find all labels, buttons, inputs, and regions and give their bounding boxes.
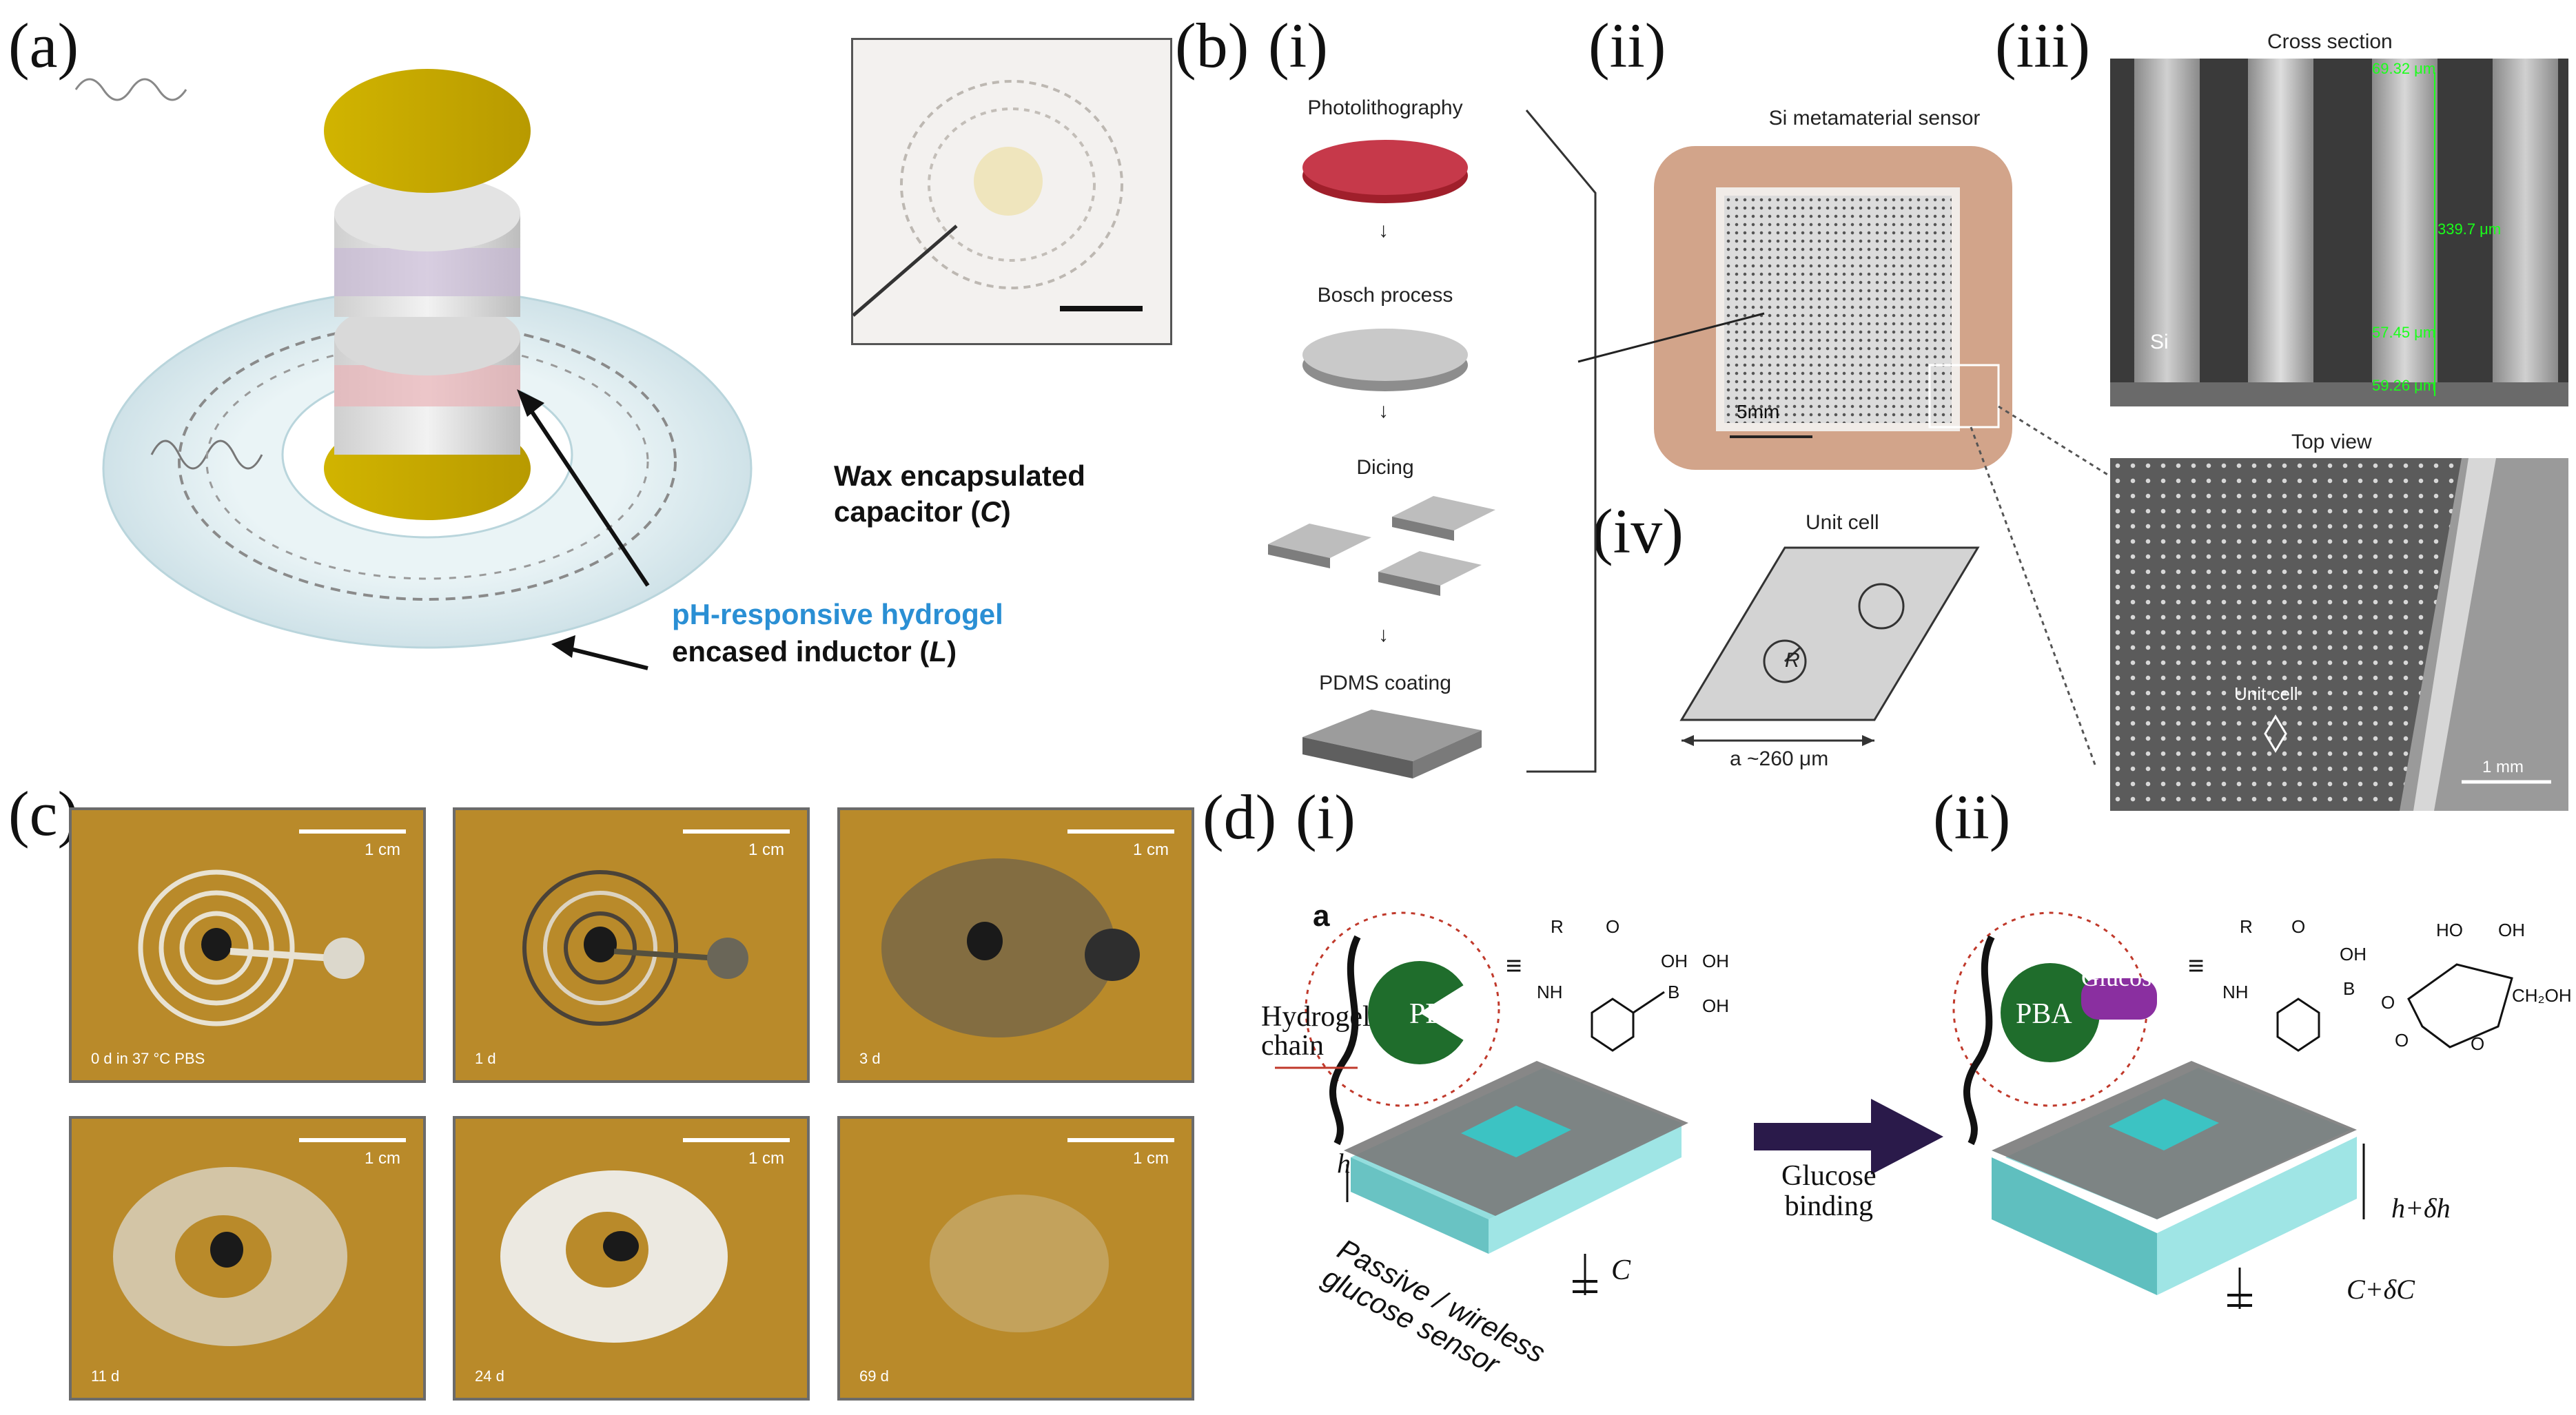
cross-section-title: Cross section [2267,30,2393,53]
sensor-scale-bar [1730,435,1812,438]
day-label-0: 0 d in 37 °C PBS [91,1050,205,1067]
sensor-pointer-line [1577,312,1765,363]
panel-b-i-label: (i) [1268,10,1328,81]
pba-glucose-structure: R O NH OH B O O HO OH CH₂OH O [2222,916,2572,1054]
c-label: C [1611,1254,1631,1286]
day-label-24: 24 d [475,1367,504,1385]
degradation-photo-0d: 1 cm 0 d in 37 °C PBS [69,807,426,1083]
unit-cell-diagram [1679,546,1980,746]
step-pdms: PDMS coating [1319,672,1451,694]
si-pillar-4 [2493,59,2558,382]
pillar-array [1724,196,1952,423]
day-label-11: 11 d [91,1367,120,1385]
day-label-3: 3 d [859,1050,881,1067]
sensor-zoom-lines [1928,364,2109,765]
capacitor-callout: Wax encapsulated capacitor (C) [834,458,1085,530]
pdms-chip-icon [1302,710,1482,778]
degradation-photo-69d: 1 cm 69 d [837,1116,1194,1401]
equiv-symbol-left: ≡ [1506,951,1522,981]
unit-cell-R: R [1785,649,1800,672]
degradation-photo-1d: 1 cm 1 d [453,807,810,1083]
panel-a-label: (a) [8,10,79,81]
glucose-sensor-after [1952,911,2365,1309]
cs-dimension-line [2434,72,2435,396]
step-arrow-3: ↓ [1378,623,1389,646]
panel-c-label: (c) [8,778,79,849]
top-view-sem: Unit cell 1 mm [2110,458,2568,811]
degradation-photo-11d: 1 cm 11 d [69,1116,426,1401]
day-label-69: 69 d [859,1367,889,1385]
sensor-scale-label: 5mm [1737,401,1780,422]
unit-cell-a: a ~260 μm [1730,747,1829,770]
cross-section-sem: Si 69.32 μm 339.7 μm 57.45 μm 59.26 μm [2110,59,2568,406]
substrate [2110,382,2568,406]
glucose-sensor-before [1275,911,1688,1295]
binding-arrow [1754,1099,1943,1175]
bracket-line [1525,110,1597,773]
cs-meas-1: 69.32 μm [2372,60,2436,77]
sensor-title: Si metamaterial sensor [1768,107,1981,130]
h-label: h [1337,1148,1351,1179]
wafer-red-icon [1302,140,1468,203]
step-photolithography: Photolithography [1307,96,1463,119]
step-dicing: Dicing [1356,456,1414,479]
step-arrow-1: ↓ [1378,219,1389,242]
unit-cell-title: Unit cell [1806,511,1879,534]
capacitor-callout-line2: capacitor (C) [834,495,1011,528]
sensor-photo: 5mm [1654,146,2012,470]
pba-structure-left: R O NH OH OH B OH [1537,916,1757,1054]
equiv-symbol-right: ≡ [2188,951,2205,981]
step-arrow-2: ↓ [1378,400,1389,422]
degradation-photo-24d: 1 cm 24 d [453,1116,810,1401]
panel-d-label: (d) [1203,782,1277,852]
panel-a-device-illustration [74,69,753,670]
degradation-photo-3d: 1 cm 3 d [837,807,1194,1083]
top-view-scale-label: 1 mm [2482,758,2524,776]
panel-d-i-label: (i) [1296,782,1356,852]
inductor-callout: pH-responsive hydrogel encased inductor … [672,596,1003,670]
cs-meas-2: 339.7 μm [2437,220,2502,238]
sensor-chip [1716,187,1960,431]
inductor-callout-line1: pH-responsive hydrogel [672,598,1003,630]
si-pillar-3 [2372,59,2437,382]
panel-b-iv-label: (iv) [1592,496,1684,566]
capacitor-callout-line1: Wax encapsulated [834,459,1085,492]
h-dh-label: h+δh [2391,1192,2451,1223]
panel-d-ii-label: (ii) [1933,782,2011,852]
cs-meas-4: 59.26 μm [2372,377,2436,394]
panel-b-label: (b) [1175,10,1249,81]
pba-label-right: PBA [2016,998,2072,1030]
device-photo [851,38,1172,345]
wafer-pillars-icon [1302,329,1468,391]
step-bosch: Bosch process [1317,284,1453,307]
glucose-label: Glucose [2081,964,2163,991]
si-pillar-2 [2248,59,2313,382]
si-pillar-1 [2134,59,2200,382]
day-label-1: 1 d [475,1050,496,1067]
si-label: Si [2150,331,2169,353]
top-view-title: Top view [2291,431,2372,453]
diced-chips-icon [1268,496,1495,596]
c-dc-label: C+δC [2347,1274,2415,1305]
pba-label-left: PBA [1409,998,1466,1030]
cs-meas-3: 57.45 μm [2372,324,2436,341]
sub-figure-a: a [1313,899,1330,933]
panel-b-ii-label: (ii) [1588,10,1666,81]
panel-b-iii-label: (iii) [1995,10,2090,81]
inductor-callout-line2: encased inductor (L) [672,635,957,668]
top-view-unit-label: Unit cell [2234,683,2298,704]
